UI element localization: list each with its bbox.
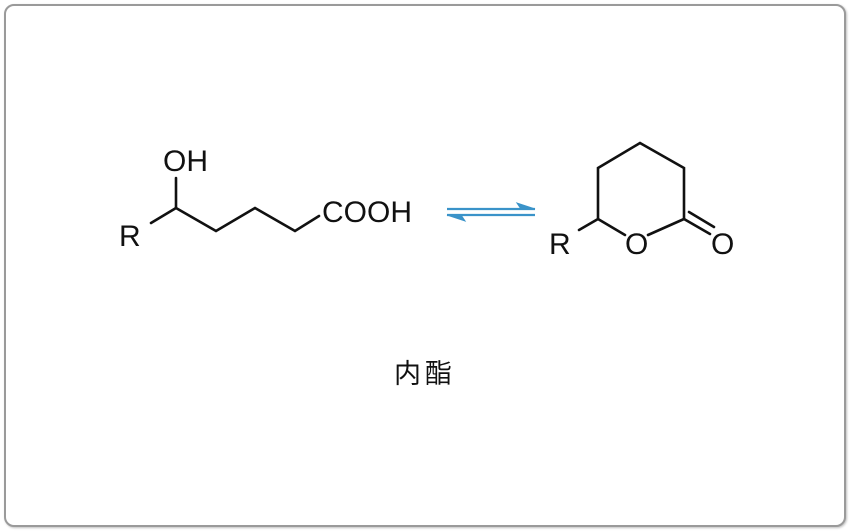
reactant-oh-label: OH: [163, 145, 208, 178]
carbon-chain: [174, 206, 321, 233]
product-carbonyl-o-label: O: [711, 228, 734, 261]
figure-frame: [4, 4, 846, 527]
lactone-molecule: [577, 141, 716, 237]
reactant-r-label: R: [119, 220, 141, 253]
product-r-label: R: [549, 228, 571, 261]
bond-carbonyl-1: [682, 217, 712, 236]
bond-r-c5: [149, 206, 178, 225]
ring-carbons: [577, 141, 686, 232]
hydroxy-acid-molecule: [149, 176, 321, 233]
product-ring-o-label: O: [625, 228, 648, 261]
bond-carbonyl-2: [687, 210, 716, 229]
bond-c-o-ring-left: [596, 217, 627, 237]
bond-o-c-ring-right: [646, 217, 686, 237]
reactant-cooh-label: COOH: [322, 196, 412, 229]
caption-lactone: 内酯: [394, 359, 456, 390]
equilibrium-arrow-icon: [446, 202, 536, 222]
